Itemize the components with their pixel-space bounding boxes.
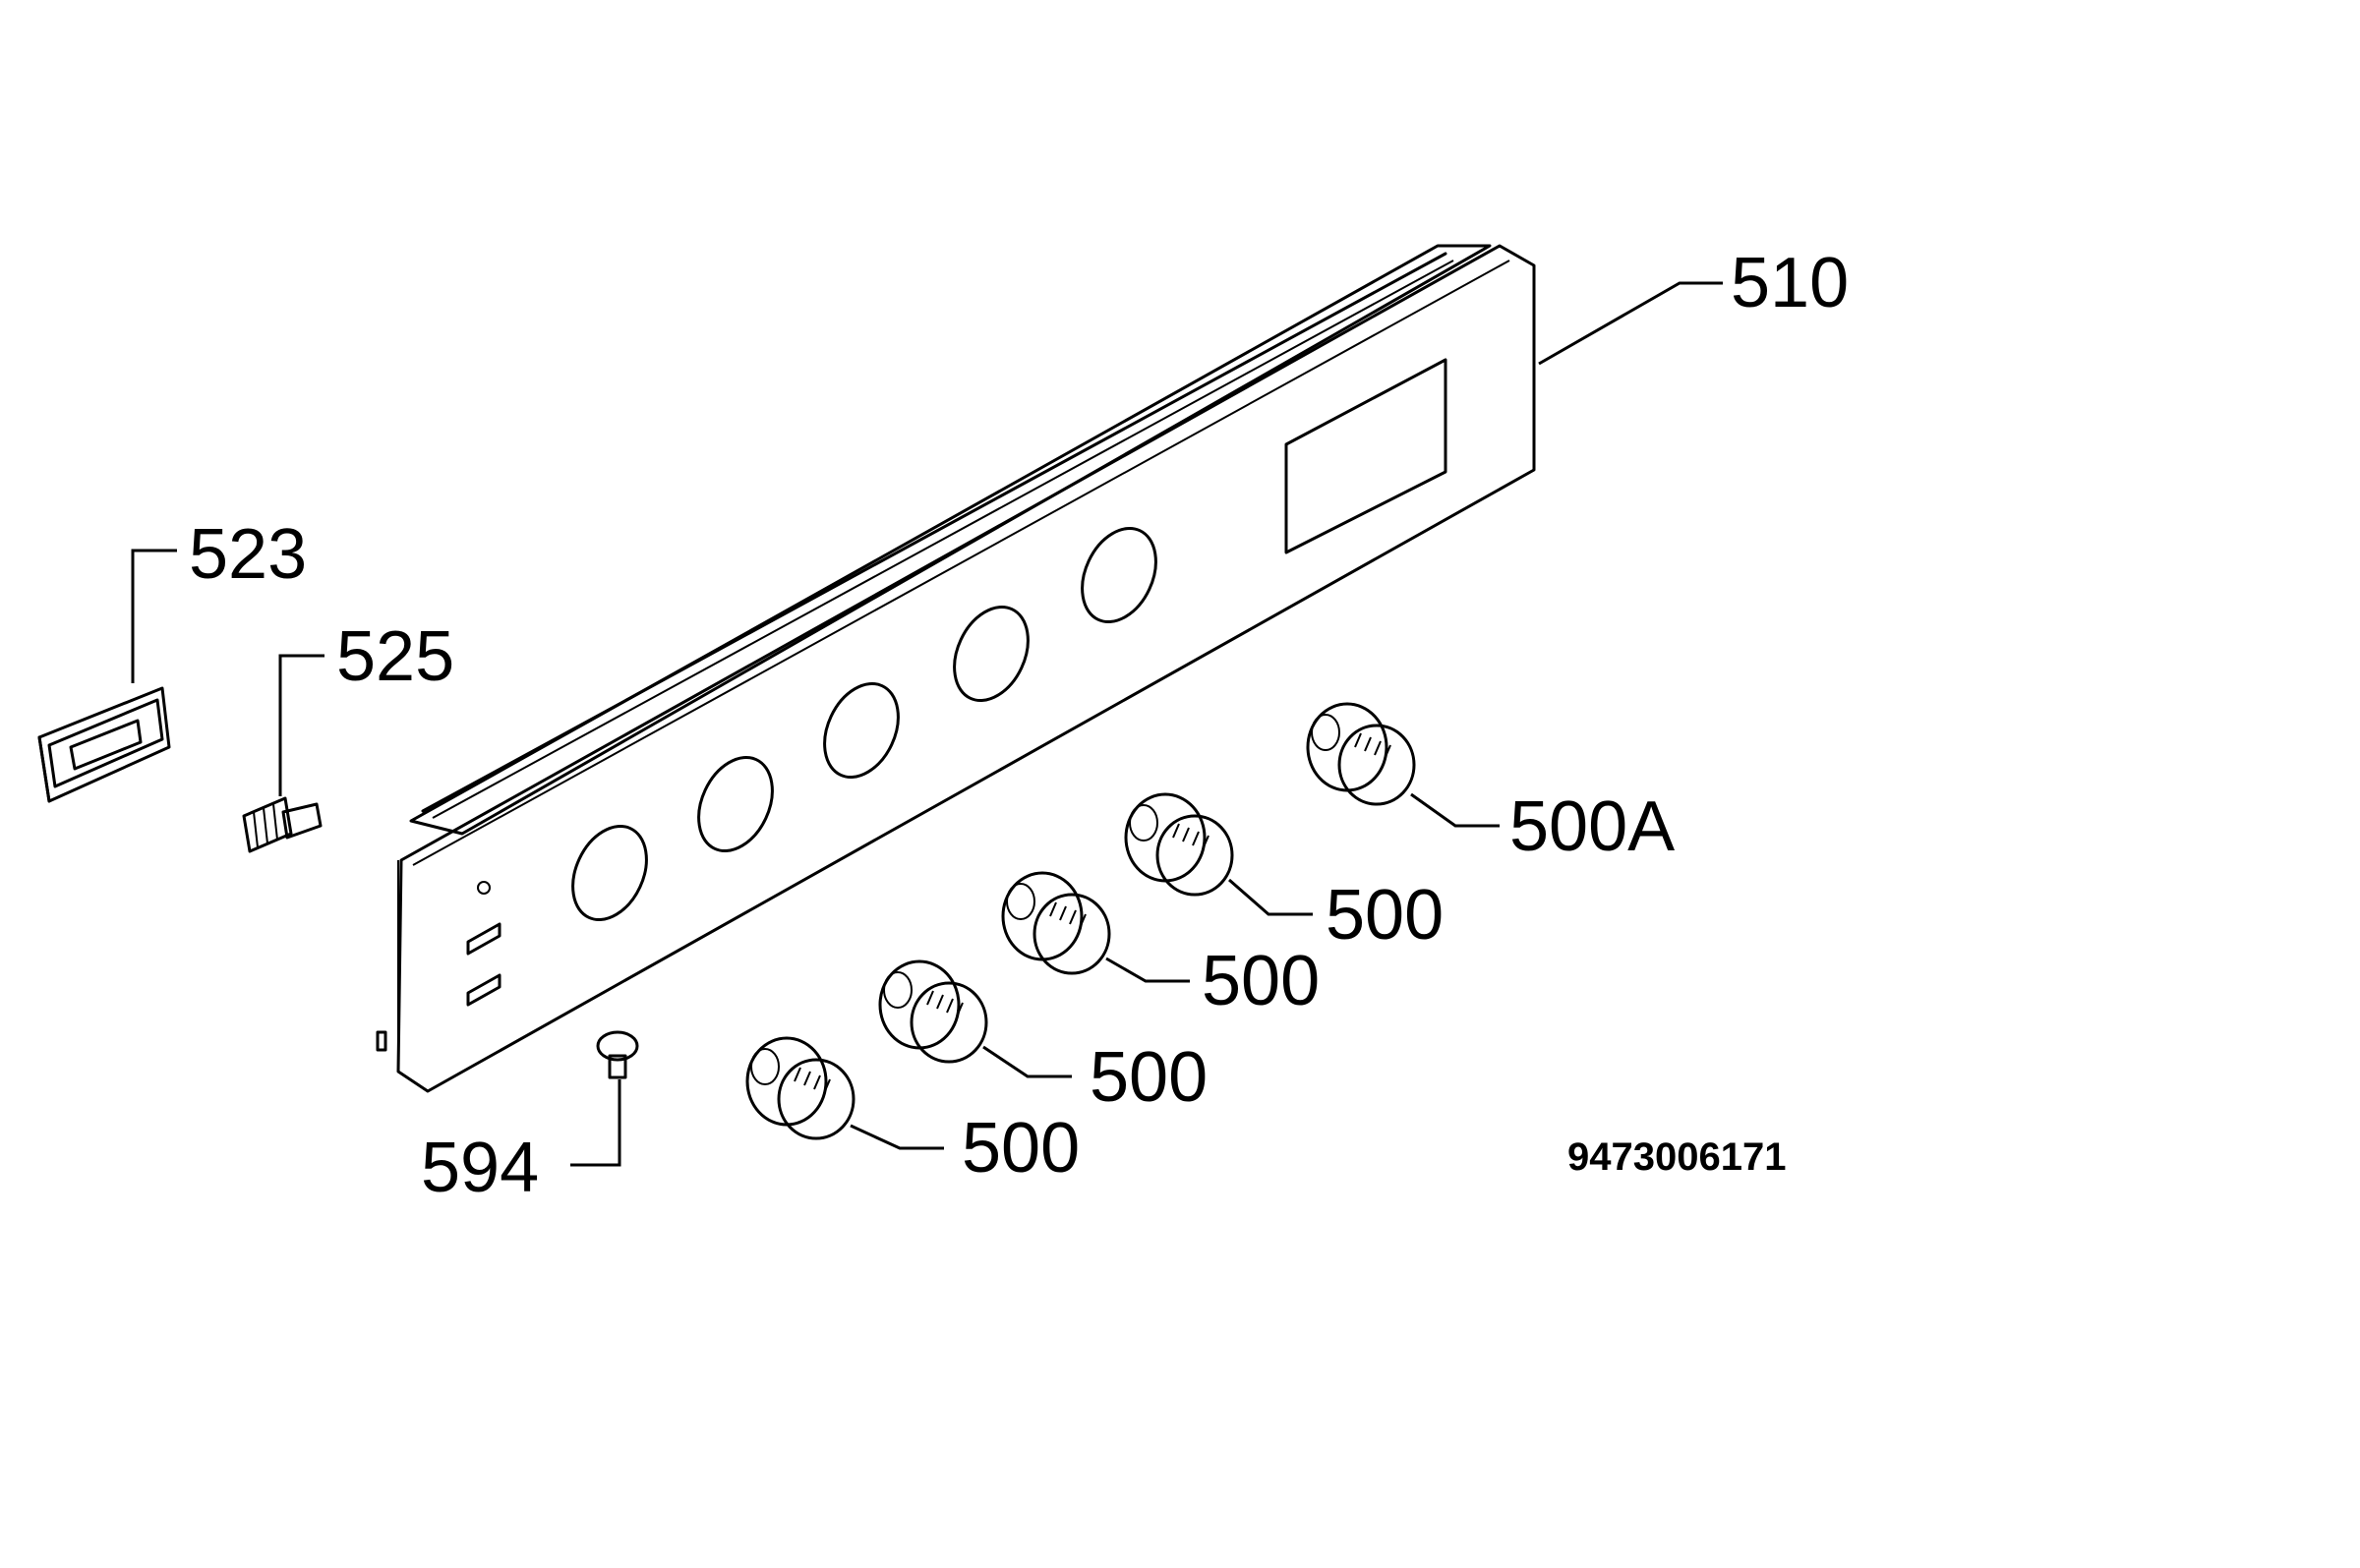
label-knob-4: 500: [1326, 876, 1444, 955]
leader-525: [278, 654, 324, 796]
leader-knob-3: [1105, 957, 1190, 983]
leader-knob-4: [1228, 878, 1313, 916]
document-number: 9473006171: [1567, 1135, 1786, 1179]
switch-525: [242, 796, 323, 853]
label-knob-500a: 500A: [1509, 787, 1675, 866]
knob-500-3: [1001, 871, 1111, 975]
label-523: 523: [189, 515, 307, 594]
label-knob-1: 500: [962, 1109, 1080, 1188]
lamp-switch-housing-523: [37, 686, 171, 803]
knob-500-4: [1124, 792, 1234, 897]
leader-knob-2: [982, 1045, 1072, 1078]
leader-510: [1538, 281, 1723, 366]
label-594: 594: [421, 1129, 539, 1207]
label-510: 510: [1731, 244, 1849, 322]
leader-knob-1: [850, 1124, 944, 1150]
knob-500a: [1306, 702, 1416, 806]
leader-knob-500a: [1410, 792, 1500, 828]
leader-523: [131, 549, 177, 683]
knob-500-2: [878, 959, 988, 1064]
screw-594: [596, 1030, 639, 1079]
leader-lines: [131, 281, 1723, 1167]
label-knob-2: 500: [1090, 1038, 1208, 1117]
knob-500-1: [745, 1036, 856, 1140]
leader-594: [570, 1079, 621, 1167]
control-panel-510: [376, 244, 1536, 1093]
label-525: 525: [336, 617, 454, 696]
label-knob-3: 500: [1202, 942, 1320, 1020]
